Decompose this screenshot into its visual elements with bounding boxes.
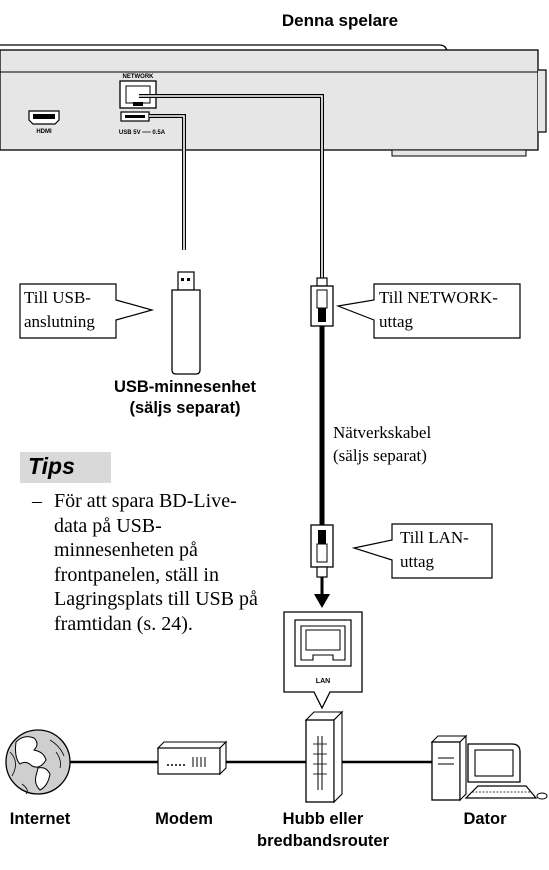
lan-callout: Till LAN- uttag bbox=[351, 523, 493, 579]
usb-memory-stick bbox=[171, 271, 201, 375]
network-plug-upper bbox=[310, 277, 334, 327]
internet-globe-icon bbox=[5, 729, 71, 795]
pc-label: Dator bbox=[463, 810, 507, 828]
player-rear-panel bbox=[0, 44, 547, 157]
hdmi-port: HDMI bbox=[28, 110, 60, 135]
player-title: Denna spelare bbox=[282, 11, 398, 30]
hub-label-line1: Hubb eller bbox=[283, 810, 364, 828]
tips-heading: Tips bbox=[20, 452, 111, 483]
network-callout-line1: Till NETWORK- bbox=[379, 288, 498, 307]
network-port-label: NETWORK bbox=[123, 74, 155, 80]
usb-callout: Till USB- anslutning bbox=[19, 283, 155, 339]
usb-port-label: USB 5V ══ 0.5A bbox=[119, 130, 166, 136]
cable-label-line1: Nätverkskabel bbox=[333, 423, 431, 442]
connect-arrow bbox=[314, 577, 330, 608]
cable-label-line2: (säljs separat) bbox=[333, 446, 427, 465]
tips-text: För att spara BD-Live-data på USB-minnes… bbox=[54, 490, 258, 635]
tips-dash: – bbox=[32, 490, 42, 512]
internet-label: Internet bbox=[10, 810, 71, 828]
network-callout-line2: uttag bbox=[379, 312, 413, 331]
usb-device-label-line1: USB-minnesenhet bbox=[114, 378, 257, 396]
lan-callout-line1: Till LAN- bbox=[400, 528, 469, 547]
network-plug-lower bbox=[310, 524, 334, 578]
hub-label-line2: bredbandsrouter bbox=[257, 832, 390, 850]
modem-label: Modem bbox=[155, 810, 213, 828]
tips-body: – För att spara BD-Live-data på USB-minn… bbox=[20, 489, 264, 636]
router-icon bbox=[304, 710, 344, 804]
tips-block: Tips – För att spara BD-Live-data på USB… bbox=[20, 452, 270, 636]
usb-device-label-line2: (säljs separat) bbox=[130, 399, 241, 417]
lan-port-label: LAN bbox=[316, 678, 330, 685]
lan-port-zoom: LAN bbox=[283, 611, 363, 710]
lan-callout-line2: uttag bbox=[400, 552, 434, 571]
modem-icon bbox=[156, 740, 228, 776]
usb-callout-line1: Till USB- bbox=[24, 288, 91, 307]
network-callout: Till NETWORK- uttag bbox=[335, 283, 521, 339]
computer-icon bbox=[430, 734, 548, 802]
network-port: NETWORK bbox=[119, 74, 157, 109]
hdmi-label: HDMI bbox=[36, 129, 52, 135]
usb-callout-line2: anslutning bbox=[24, 312, 95, 331]
